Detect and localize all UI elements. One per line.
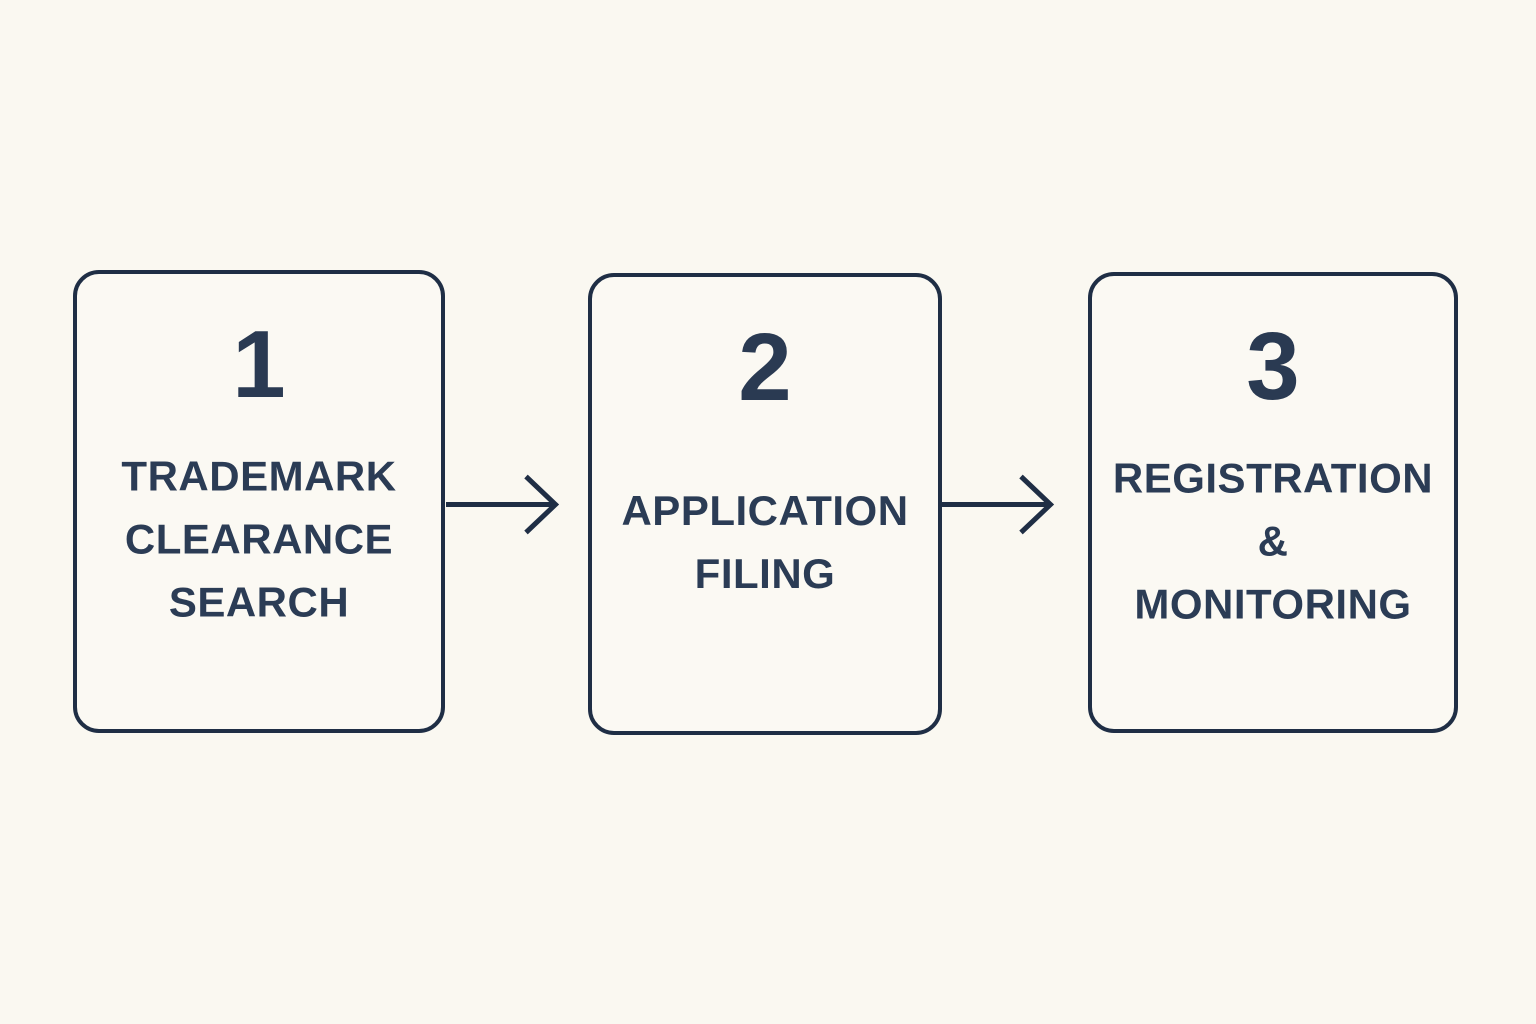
step-box-2: 2 APPLICATION FILING	[588, 273, 942, 735]
step-label: TRADEMARK CLEARANCE SEARCH	[77, 445, 441, 634]
step-label: APPLICATION FILING	[592, 479, 938, 605]
step-label: REGISTRATION & MONITORING	[1092, 447, 1454, 636]
label-line: MONITORING	[1134, 580, 1412, 628]
label-line: &	[1257, 517, 1289, 565]
flow-arrow-icon	[941, 474, 1055, 535]
step-number: 3	[1246, 313, 1300, 420]
label-line: TRADEMARK	[121, 452, 397, 500]
step-box-1: 1 TRADEMARK CLEARANCE SEARCH	[73, 270, 445, 733]
step-number: 1	[232, 311, 286, 418]
step-number: 2	[738, 314, 792, 421]
flow-arrow-icon	[446, 474, 560, 535]
label-line: FILING	[694, 550, 836, 597]
step-box-3: 3 REGISTRATION & MONITORING	[1088, 272, 1458, 733]
label-line: REGISTRATION	[1112, 454, 1434, 502]
label-line: SEARCH	[168, 578, 350, 626]
label-line: APPLICATION	[621, 487, 909, 534]
label-line: CLEARANCE	[124, 515, 394, 563]
